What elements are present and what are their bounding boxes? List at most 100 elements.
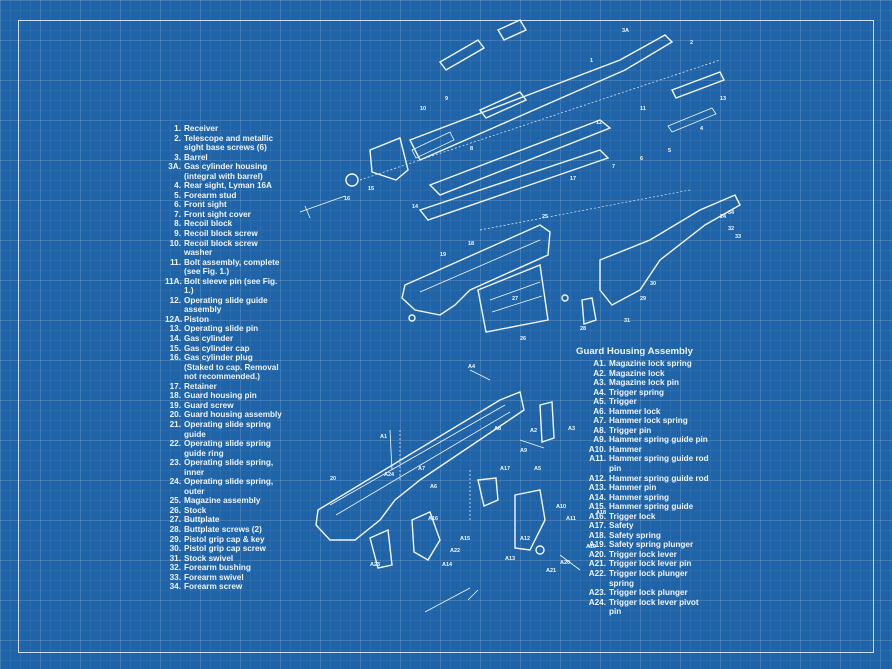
callout-label: A15: [460, 536, 470, 542]
parts-list-item: A18.Safety spring: [576, 531, 711, 541]
callout-label: 27: [512, 296, 518, 302]
part-number: 25.: [169, 496, 181, 506]
part-name: Hammer spring guide: [609, 502, 694, 512]
part-number: A15.: [588, 502, 606, 512]
part-name: Forearm stud: [184, 190, 237, 200]
part-number: A23.: [588, 588, 606, 598]
parts-list-item: 7.Front sight cover: [165, 210, 283, 220]
part-number: A4.: [593, 387, 606, 397]
callout-label: A17: [500, 466, 510, 472]
part-number: 27.: [169, 515, 181, 525]
part-name: Bolt sleeve pin (see Fig. 1.): [184, 276, 278, 296]
part-name: Operating slide pin: [184, 324, 259, 334]
callout-label: A2: [530, 428, 537, 434]
callout-label: 34: [728, 210, 735, 216]
part-name: Gas cylinder cap: [184, 343, 250, 353]
parts-list-item: A1.Magazine lock spring: [576, 359, 711, 369]
part-number: A13.: [588, 483, 606, 493]
callout-label: 1: [590, 58, 593, 64]
part-name: Trigger lock lever pivot pin: [609, 597, 699, 617]
parts-list-item: A15.Hammer spring guide: [576, 502, 711, 512]
callout-label: A18: [596, 510, 606, 516]
parts-list-item: 18.Guard housing pin: [165, 391, 283, 401]
parts-list-item: 10.Recoil block screw washer: [165, 239, 283, 258]
part-number: A5.: [593, 397, 606, 407]
callout-label: 19: [440, 252, 446, 258]
part-number: 11.: [170, 257, 181, 267]
part-name: Hammer spring: [609, 492, 670, 502]
parts-list-item: 8.Recoil block: [165, 219, 283, 229]
part-number: 5.: [174, 190, 181, 200]
part-number: A10.: [588, 444, 606, 454]
part-number: 16.: [169, 353, 181, 363]
parts-list-item: 2.Telescope and metallic sight base scre…: [165, 134, 283, 153]
part-number: A19.: [588, 540, 606, 550]
part-number: 11A.: [165, 276, 182, 286]
part-name: Buttplate screws (2): [184, 524, 262, 534]
part-number: 26.: [169, 505, 181, 515]
part-number: 31.: [169, 553, 181, 563]
callout-label: 14: [412, 204, 419, 210]
callout-label: 15: [368, 186, 374, 192]
part-name: Receiver: [184, 124, 219, 133]
parts-list-item: 34.Forearm screw: [165, 582, 283, 592]
parts-list-item: A14.Hammer spring: [576, 493, 711, 503]
part-number: A7.: [593, 416, 606, 426]
part-name: Buttplate: [184, 515, 220, 525]
part-name: Stock swivel: [184, 553, 234, 563]
callout-label: 29: [640, 296, 646, 302]
parts-list-item: 14.Gas cylinder: [165, 334, 283, 344]
callout-label: A13: [505, 556, 515, 562]
callout-label: A5: [534, 466, 541, 472]
part-number: A17.: [588, 521, 606, 531]
part-number: A6.: [593, 406, 606, 416]
part-name: Trigger lock lever: [609, 549, 677, 559]
part-name: Magazine lock pin: [609, 378, 680, 388]
part-number: 13.: [169, 324, 181, 334]
part-name: Operating slide spring, outer: [184, 477, 274, 496]
parts-list-item: 22.Operating slide spring guide ring: [165, 439, 283, 458]
callout-label: A23: [370, 562, 380, 568]
part-number: 3.: [174, 152, 181, 162]
callout-label: A24: [384, 472, 395, 478]
part-number: 23.: [169, 458, 181, 468]
part-name: Hammer lock: [609, 406, 661, 416]
parts-list-item: 3.Barrel: [165, 153, 283, 163]
parts-list-item: 29.Pistol grip cap & key: [165, 535, 283, 545]
part-number: 24.: [169, 477, 181, 487]
part-name: Magazine lock spring: [609, 359, 692, 368]
part-number: 3A.: [168, 162, 181, 172]
callout-label: A12: [520, 536, 530, 542]
part-name: Retainer: [184, 381, 217, 391]
callout-label: A19: [586, 544, 596, 550]
part-number: 33.: [169, 572, 181, 582]
callout-label: 28: [580, 326, 586, 332]
parts-list-item: A16.Trigger lock: [576, 512, 711, 522]
callout-label: 33: [735, 234, 741, 240]
part-number: 21.: [169, 419, 181, 429]
parts-list-item: 16.Gas cylinder plug (Staked to cap. Rem…: [165, 353, 283, 382]
parts-list-item: 11A.Bolt sleeve pin (see Fig. 1.): [165, 277, 283, 296]
parts-list-item: 13.Operating slide pin: [165, 324, 283, 334]
part-number: 12.: [169, 295, 181, 305]
part-number: 17.: [169, 381, 181, 391]
part-number: 22.: [169, 439, 181, 449]
parts-list-item: A21.Trigger lock lever pin: [576, 559, 711, 569]
part-name: Operating slide spring guide ring: [184, 439, 271, 458]
part-number: 7.: [174, 209, 181, 219]
part-number: A1.: [593, 359, 606, 368]
callout-label: 20: [330, 476, 336, 482]
parts-list-item: A2.Magazine lock: [576, 369, 711, 379]
parts-list-item: 6.Front sight: [165, 200, 283, 210]
callout-label: A22: [450, 548, 460, 554]
parts-list-item: 1.Receiver: [165, 124, 283, 134]
part-number: 20.: [169, 410, 181, 420]
parts-list-item: A17.Safety: [576, 521, 711, 531]
part-number: 15.: [169, 343, 181, 353]
part-name: Operating slide spring guide: [184, 419, 271, 439]
callout-label: A20: [560, 560, 570, 566]
parts-list-item: 27.Buttplate: [165, 515, 283, 525]
part-name: Hammer spring guide pin: [609, 435, 708, 445]
parts-list-item: A7.Hammer lock spring: [576, 416, 711, 426]
